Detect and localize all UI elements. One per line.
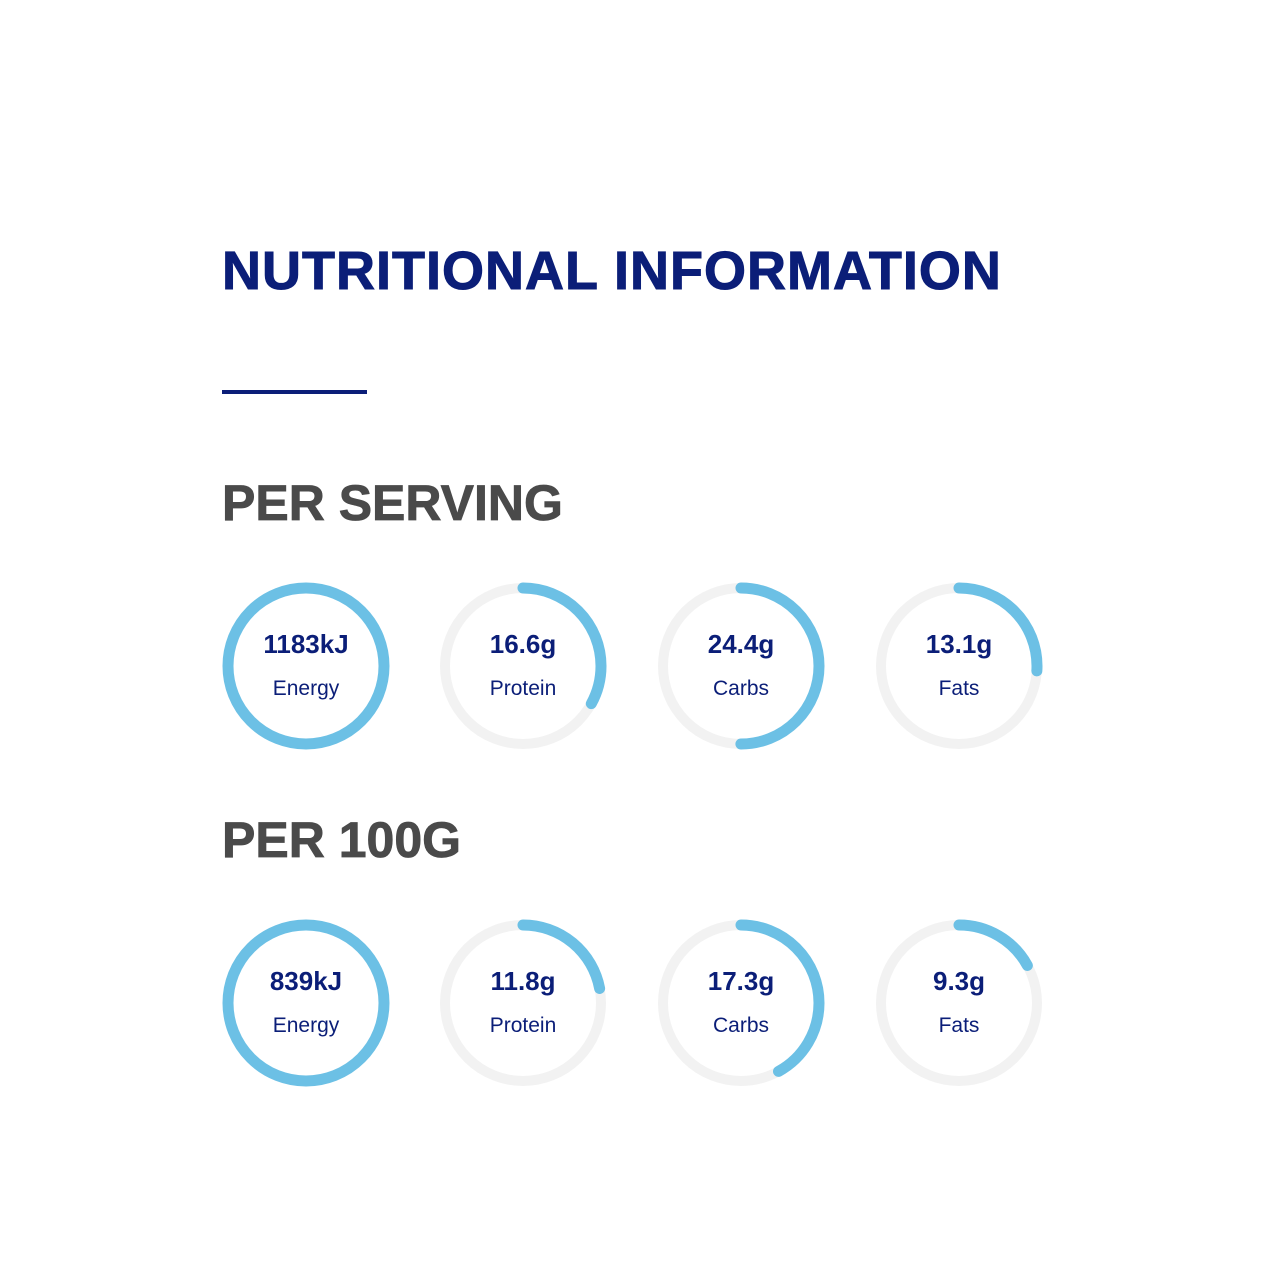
nutrient-value: 9.3g xyxy=(932,966,986,996)
section-heading-per-serving: PER SERVING xyxy=(222,475,564,532)
nutrient-ring-fats: 13.1g Fats xyxy=(874,581,1044,751)
ring-progress xyxy=(657,582,825,750)
nutrient-label: Fats xyxy=(938,1014,980,1037)
nutrient-label: Carbs xyxy=(712,677,770,700)
nutrient-label: Fats xyxy=(938,677,980,700)
nutrient-ring-protein: 16.6g Protein xyxy=(438,581,608,751)
nutrient-ring-energy: 839kJ Energy xyxy=(221,918,391,1088)
progress-ring xyxy=(222,582,390,750)
progress-ring xyxy=(657,919,825,1087)
nutrient-value: 839kJ xyxy=(269,966,343,996)
progress-ring xyxy=(439,919,607,1087)
nutrient-label: Carbs xyxy=(712,1014,770,1037)
ring-progress xyxy=(657,919,825,1087)
ring-progress xyxy=(222,582,390,750)
ring-progress xyxy=(439,919,607,1087)
nutrient-ring-carbs: 24.4g Carbs xyxy=(656,581,826,751)
ring-progress xyxy=(875,582,1043,750)
title-underline xyxy=(222,390,367,394)
nutrient-ring-energy: 1183kJ Energy xyxy=(221,581,391,751)
nutrient-value: 11.8g xyxy=(490,966,556,996)
nutrient-ring-fats: 9.3g Fats xyxy=(874,918,1044,1088)
ring-progress xyxy=(222,919,390,1087)
nutrient-label: Protein xyxy=(489,677,557,700)
progress-ring xyxy=(875,582,1043,750)
ring-progress xyxy=(439,582,607,750)
nutrient-ring-carbs: 17.3g Carbs xyxy=(656,918,826,1088)
nutrient-value: 17.3g xyxy=(707,966,775,996)
nutrient-ring-protein: 11.8g Protein xyxy=(438,918,608,1088)
progress-ring xyxy=(657,582,825,750)
progress-ring xyxy=(222,919,390,1087)
nutrient-value: 24.4g xyxy=(707,629,775,659)
section-heading-per-100g: PER 100G xyxy=(222,812,462,869)
nutrient-label: Energy xyxy=(272,677,340,700)
nutrient-value: 1183kJ xyxy=(263,629,349,659)
nutrient-label: Energy xyxy=(272,1014,340,1037)
page-title: NUTRITIONAL INFORMATION xyxy=(222,241,1002,302)
ring-progress xyxy=(875,919,1043,1087)
progress-ring xyxy=(439,582,607,750)
progress-ring xyxy=(875,919,1043,1087)
nutrient-label: Protein xyxy=(489,1014,557,1037)
nutrient-value: 13.1g xyxy=(925,629,993,659)
nutrient-value: 16.6g xyxy=(489,629,557,659)
